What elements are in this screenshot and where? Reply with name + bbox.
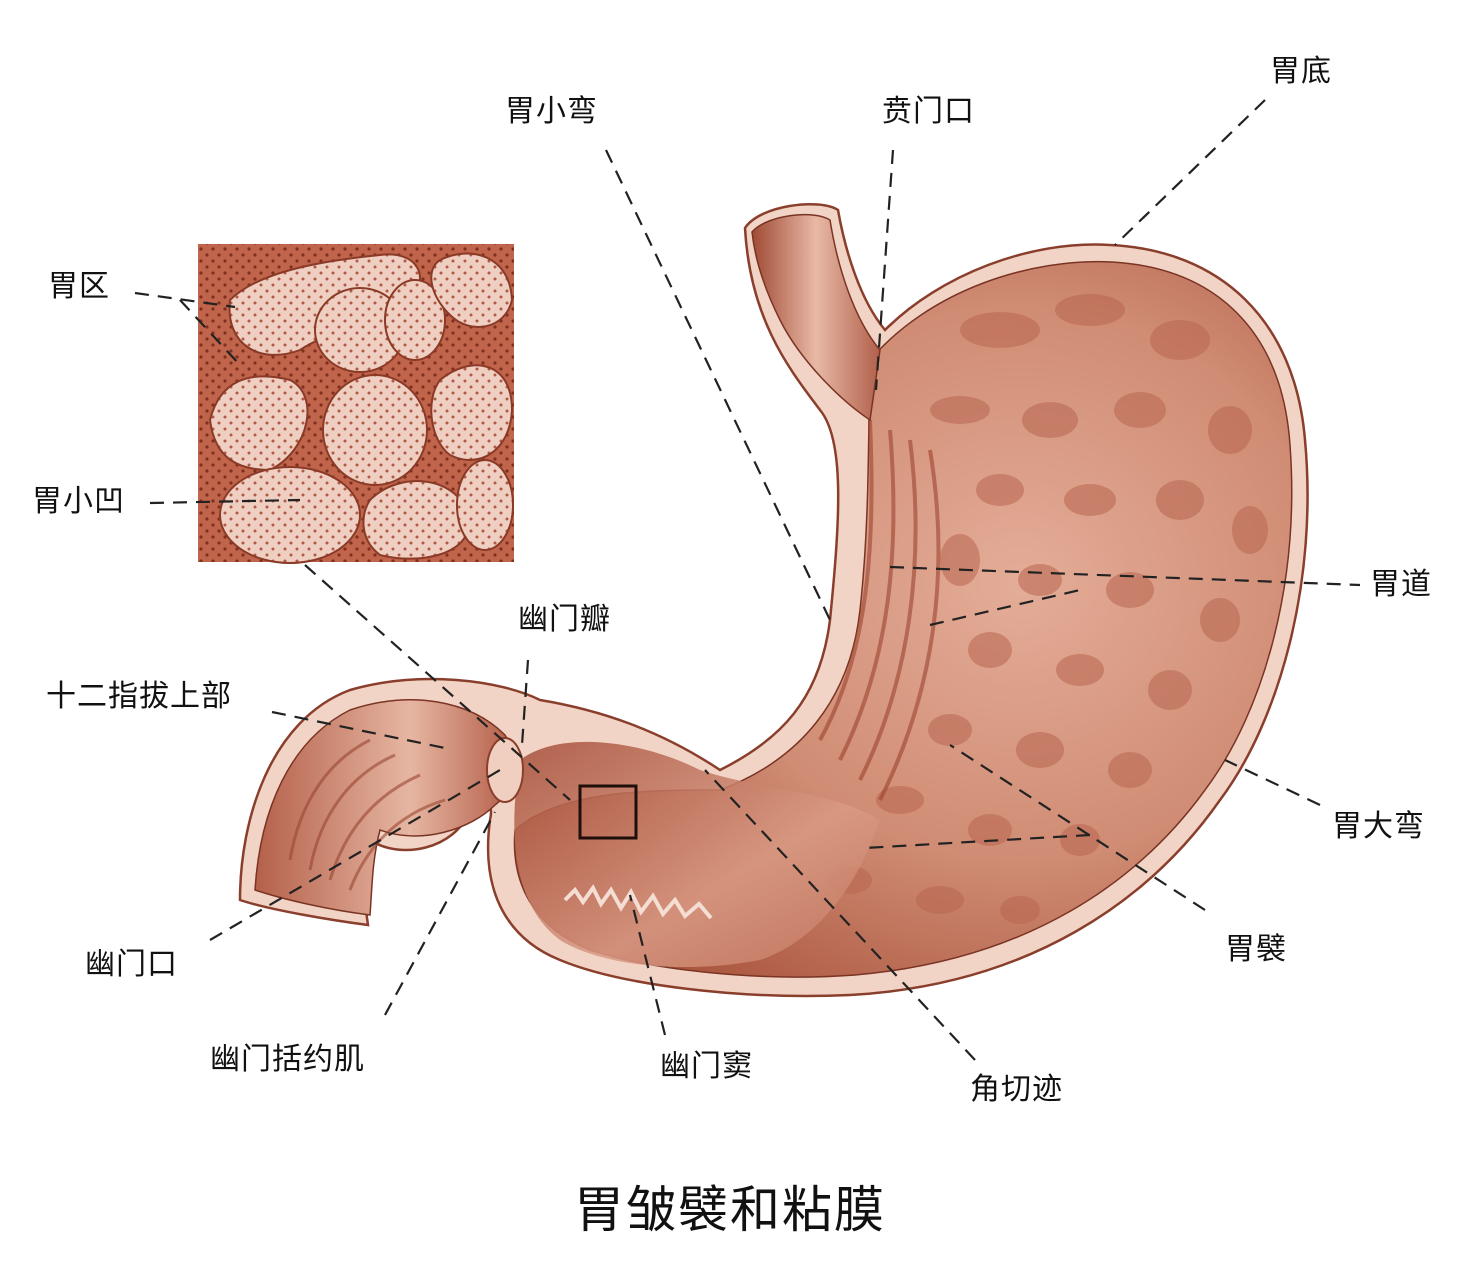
label-duodenum-superior: 十二指拔上部 — [46, 679, 232, 714]
label-angular-incisure: 角切迹 — [970, 1072, 1063, 1107]
esophagus — [751, 213, 881, 422]
label-pyloric-valve: 幽门瓣 — [518, 602, 611, 637]
label-gastric-areas: 胃区 — [48, 269, 110, 304]
duodenum-folds — [288, 738, 446, 891]
label-fundus: 胃底 — [1270, 54, 1332, 89]
leader-lines — [134, 99, 1361, 1061]
label-pyloric-orifice: 幽门口 — [85, 947, 178, 982]
label-cardiac-orifice: 贲门口 — [882, 94, 975, 129]
label-pyloric-sphincter: 幽门括约肌 — [210, 1042, 365, 1077]
inset-location-marker — [578, 784, 638, 840]
label-lesser-curvature: 胃小弯 — [505, 94, 598, 129]
mucosa-inset — [198, 244, 514, 564]
figure-caption: 胃皱襞和粘膜 — [574, 1181, 886, 1239]
label-gastric-canal: 胃道 — [1370, 567, 1432, 602]
label-greater-curvature: 胃大弯 — [1332, 809, 1425, 844]
pyloric-valve-ring — [486, 737, 524, 803]
pyloric-antrum — [514, 741, 880, 968]
canal-folds — [818, 419, 941, 801]
rugae-texture — [828, 294, 1268, 924]
label-gastric-pits: 胃小凹 — [32, 484, 125, 519]
label-pyloric-antrum: 幽门窦 — [660, 1049, 753, 1084]
label-gastric-folds: 胃襞 — [1225, 932, 1287, 967]
antrum-serrated-edge — [563, 884, 713, 920]
